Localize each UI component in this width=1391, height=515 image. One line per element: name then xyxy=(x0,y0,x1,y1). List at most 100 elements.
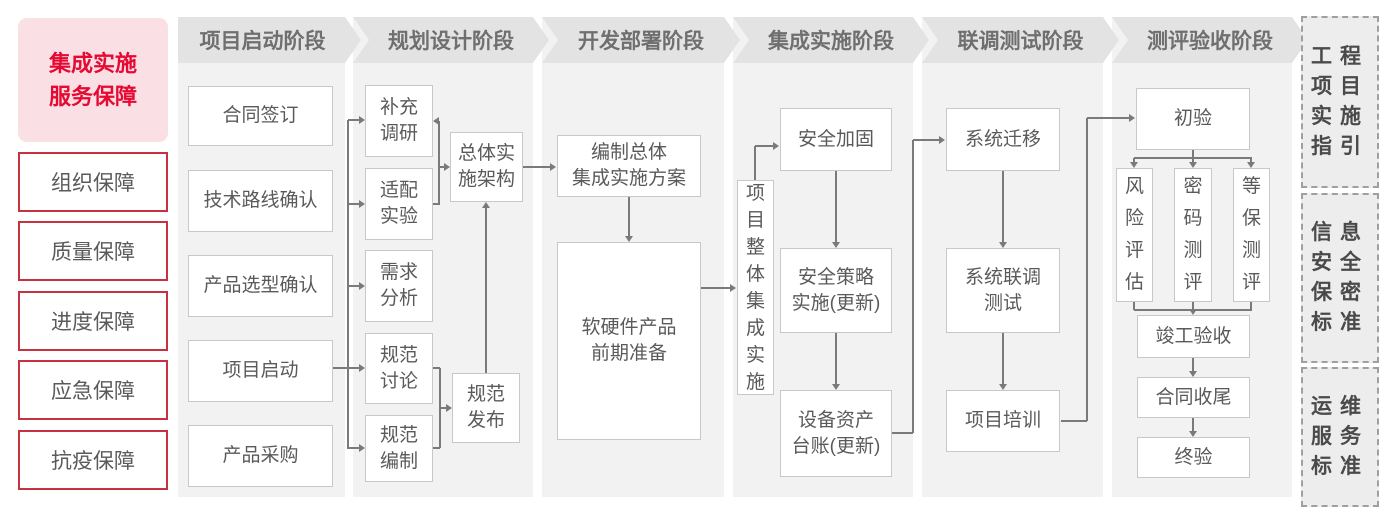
flow-node-final-acceptance: 终验 xyxy=(1137,437,1250,478)
connector xyxy=(754,146,756,180)
connector xyxy=(444,163,450,171)
connector xyxy=(1133,302,1135,310)
connector xyxy=(482,202,490,208)
phase-header-4: 集成实施阶段 xyxy=(733,17,929,63)
connector xyxy=(1129,114,1135,122)
connector xyxy=(550,163,556,171)
connector xyxy=(433,203,440,205)
flow-node-initial-acceptance: 初验 xyxy=(1136,88,1250,150)
connector xyxy=(1250,158,1252,162)
connector xyxy=(1192,418,1194,431)
phase-header-5: 联调测试阶段 xyxy=(922,17,1119,63)
phase-header-3: 开发部署阶段 xyxy=(542,17,740,63)
connector xyxy=(1130,162,1138,168)
sidebar-item-schedule: 进度保障 xyxy=(18,291,168,351)
flow-node-spec-discussion: 规范 讨论 xyxy=(365,333,433,404)
connector xyxy=(1002,333,1004,384)
flow-node-completion-acceptance: 竣工验收 xyxy=(1137,315,1250,358)
connector xyxy=(755,145,773,147)
sidebar-item-quality: 质量保障 xyxy=(18,221,168,281)
connector xyxy=(1189,309,1197,315)
flow-node-security-policy: 安全策略 实施(更新) xyxy=(780,248,892,333)
flow-node-joint-debug-test: 系统联调 测试 xyxy=(946,248,1060,333)
connector xyxy=(1247,162,1255,168)
flow-node-procurement: 产品采购 xyxy=(188,425,333,487)
connector xyxy=(359,116,365,124)
connector xyxy=(835,171,837,242)
flow-node-overall-integration: 项目整体集成实施 xyxy=(737,180,774,395)
connector xyxy=(1189,431,1197,437)
flow-node-supplementary-research: 补充 调研 xyxy=(365,85,433,157)
connector xyxy=(333,367,359,369)
connector xyxy=(433,447,440,449)
flow-node-hw-sw-preparation: 软硬件产品 前期准备 xyxy=(557,242,701,440)
connector xyxy=(1192,158,1194,162)
flow-node-integration-plan: 编制总体 集成实施方案 xyxy=(557,135,701,197)
flow-node-contract-signing: 合同签订 xyxy=(188,86,333,146)
connector xyxy=(939,136,945,144)
phase-header-1: 项目启动阶段 xyxy=(178,17,361,63)
phase-header-6: 测评验收阶段 xyxy=(1112,17,1308,63)
sidebar-item-organization: 组织保障 xyxy=(18,152,168,212)
connector xyxy=(1189,371,1197,377)
connector xyxy=(773,142,779,150)
connector xyxy=(446,404,452,412)
connector xyxy=(1192,150,1194,158)
connector xyxy=(433,117,439,125)
connector xyxy=(999,384,1007,390)
connector xyxy=(359,364,365,372)
flow-node-spec-release: 规范 发布 xyxy=(452,373,520,443)
flow-node-overall-architecture: 总体实 施架构 xyxy=(450,132,523,202)
phase-header-2: 规划设计阶段 xyxy=(353,17,549,63)
flow-node-product-selection: 产品选型确认 xyxy=(188,255,333,317)
flow-node-spec-drafting: 规范 编制 xyxy=(365,415,433,482)
connector xyxy=(628,197,630,236)
connector xyxy=(625,236,633,242)
flow-node-project-training: 项目培训 xyxy=(946,390,1060,452)
connector xyxy=(730,284,736,292)
connector xyxy=(348,285,359,287)
sidebar-item-emergency: 应急保障 xyxy=(18,360,168,420)
reference-operation-standard: 运维 服务 标准 xyxy=(1301,367,1379,507)
connector xyxy=(348,203,359,205)
connector xyxy=(832,242,840,248)
connector xyxy=(1002,171,1004,242)
connector xyxy=(1192,302,1194,309)
flow-node-project-kickoff: 项目启动 xyxy=(188,340,333,402)
reference-security-standard: 信息 安全 保密 标准 xyxy=(1301,193,1379,363)
connector xyxy=(1189,162,1197,168)
connector xyxy=(1192,358,1194,371)
connector xyxy=(1086,118,1088,421)
connector xyxy=(913,139,939,141)
connector xyxy=(892,432,913,434)
connector xyxy=(912,140,914,433)
flow-node-security-hardening: 安全加固 xyxy=(780,108,892,171)
connector xyxy=(1133,158,1135,162)
connector xyxy=(701,287,730,289)
connector xyxy=(835,333,837,384)
connector xyxy=(832,384,840,390)
flow-node-risk-assessment: 风险评估 xyxy=(1116,168,1153,302)
connector xyxy=(348,447,359,449)
flow-node-crypto-evaluation: 密码测评 xyxy=(1174,168,1212,302)
flow-node-tech-route-confirm: 技术路线确认 xyxy=(188,170,333,232)
connector xyxy=(1087,117,1129,119)
connector xyxy=(433,367,440,369)
flow-node-adaptation-test: 适配 实验 xyxy=(365,168,433,240)
connector xyxy=(359,444,365,452)
connector xyxy=(359,282,365,290)
flow-node-mlps-evaluation: 等保测评 xyxy=(1233,168,1270,302)
connector xyxy=(359,200,365,208)
sidebar-title: 集成实施 服务保障 xyxy=(18,18,168,142)
connector xyxy=(440,407,446,409)
flow-node-system-migration: 系统迁移 xyxy=(946,108,1060,171)
flow-node-asset-ledger: 设备资产 台账(更新) xyxy=(780,390,892,477)
flow-node-contract-closeout: 合同收尾 xyxy=(1137,377,1250,418)
connector xyxy=(999,242,1007,248)
connector xyxy=(1061,420,1087,422)
connector xyxy=(438,121,440,205)
flow-node-requirement-analysis: 需求 分析 xyxy=(365,250,433,322)
connector xyxy=(347,120,349,449)
connector xyxy=(523,166,550,168)
